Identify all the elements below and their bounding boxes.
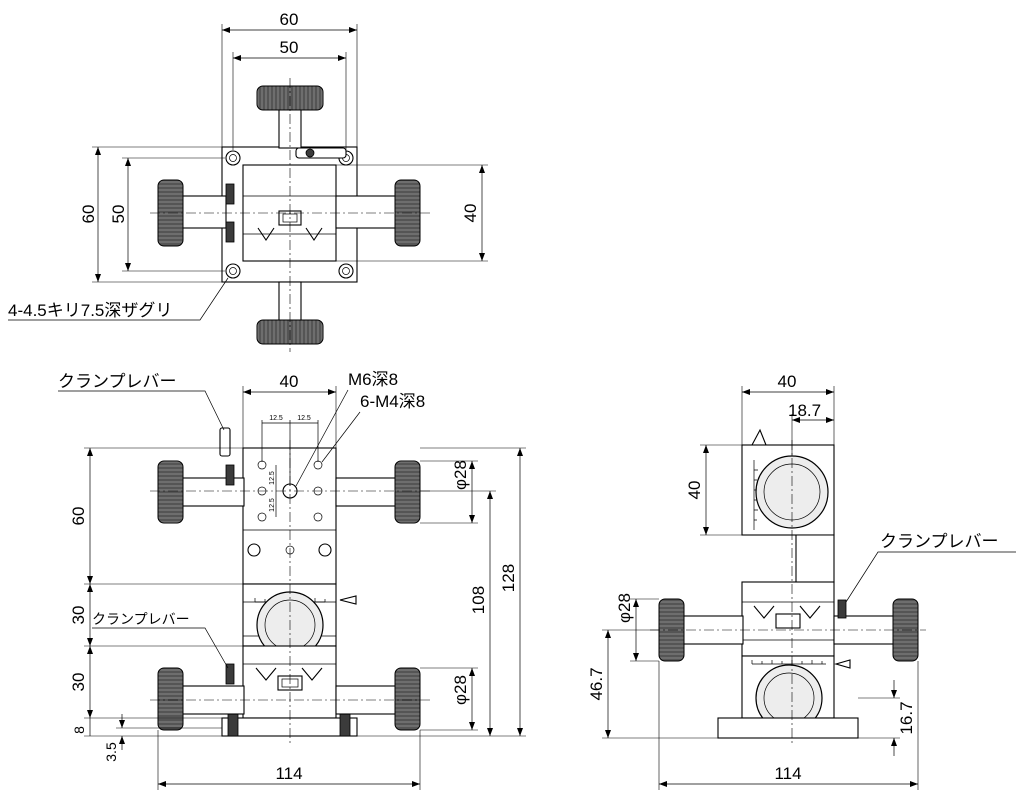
side-dim-40-left: 40: [685, 481, 704, 500]
side-view: 40 18.7 40 クランプレバー φ28 46.7 16.7 114: [587, 372, 1016, 790]
side-dim-16-7: 16.7: [897, 701, 916, 734]
counterbore-hole: [225, 263, 241, 279]
front-dim-60: 60: [69, 507, 88, 526]
front-top-plate: [242, 447, 337, 585]
front-knob-dia-lower: φ28: [451, 675, 470, 705]
top-dim-width-outer: 60: [280, 10, 299, 29]
front-tap-holes: 6-M4深8: [360, 392, 425, 411]
front-dim-top-width: 40: [280, 372, 299, 391]
side-dim-40-top: 40: [778, 372, 797, 391]
top-view: 60 50 60 50 40 4-4.5キリ7.5深ザグリ: [8, 10, 488, 352]
front-view: 12.5 12.5 12.5 12.5: [58, 370, 526, 790]
side-base: [717, 717, 859, 739]
front-dim-30-upper: 30: [69, 606, 88, 625]
counterbore-hole: [225, 150, 241, 166]
front-clamp-lever-mid: クランプレバー: [92, 611, 190, 627]
front-dim-8: 8: [71, 726, 87, 734]
front-dim-3-5: 3.5: [103, 742, 119, 762]
counterbore-hole: [338, 263, 354, 279]
front-dim-30-lower: 30: [69, 673, 88, 692]
top-dim-width-inner: 50: [280, 38, 299, 57]
side-clamp-lever: クランプレバー: [880, 532, 999, 551]
pitch-c: 12.5: [269, 471, 276, 485]
top-dim-right: 40: [461, 204, 480, 223]
front-dim-128: 128: [499, 564, 518, 592]
front-knob-right-upper: [394, 460, 421, 524]
front-clamp-lever-top: クランプレバー: [58, 372, 177, 391]
top-dim-height-outer: 60: [79, 205, 98, 224]
side-dim-18-7: 18.7: [788, 401, 821, 420]
front-knob-right-lower: [394, 667, 421, 731]
front-dim-108: 108: [469, 586, 488, 614]
top-plate: [221, 146, 358, 283]
front-base: [221, 717, 358, 737]
side-dim-114: 114: [774, 764, 801, 783]
pitch-d: 12.5: [269, 498, 276, 512]
pitch-b: 12.5: [297, 415, 311, 422]
front-tap-center: M6深8: [348, 370, 398, 389]
front-knob-dia-upper: φ28: [451, 460, 470, 490]
pitch-a: 12.5: [269, 415, 283, 422]
front-knob-left-lower: [157, 667, 184, 731]
side-dim-46-7: 46.7: [587, 667, 606, 700]
top-hole-note: 4-4.5キリ7.5深ザグリ: [8, 301, 172, 320]
front-dim-114: 114: [275, 764, 302, 783]
top-dim-height-inner: 50: [109, 205, 128, 224]
front-knob-left-upper: [157, 460, 184, 524]
side-knob-dia: φ28: [615, 593, 634, 623]
